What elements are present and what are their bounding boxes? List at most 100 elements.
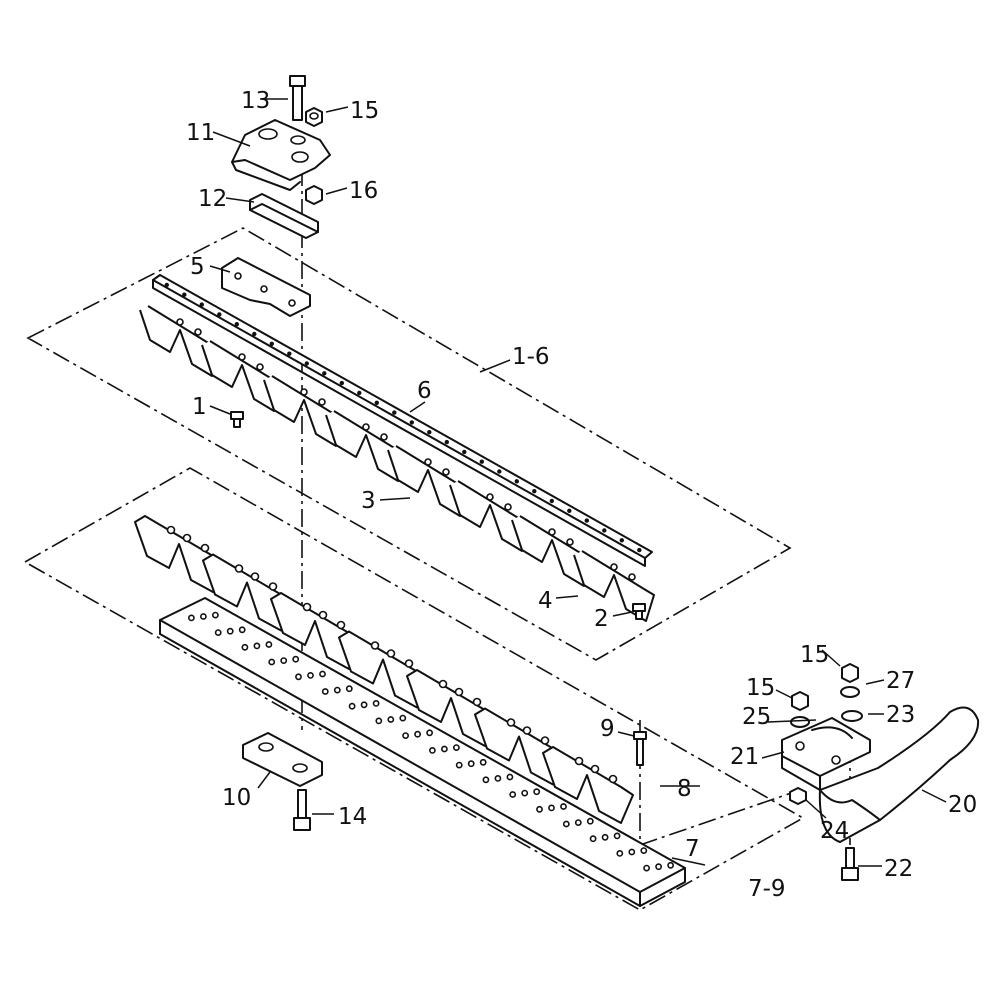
callout-24: 24 xyxy=(820,818,849,844)
knife-section-hole xyxy=(486,493,494,501)
guard-section-hole xyxy=(454,687,464,697)
knife-section-hole xyxy=(238,353,246,361)
cutter-bar-hole xyxy=(494,775,502,782)
cutter-bar-hole xyxy=(292,655,300,663)
knife-back-hole xyxy=(514,479,519,484)
guard-section xyxy=(542,746,634,824)
cutter-bar-hole xyxy=(467,760,475,768)
cutter-bar-hole xyxy=(214,629,222,636)
cutter-bar-hole xyxy=(211,611,219,619)
part-14-bolt xyxy=(293,789,311,831)
knife-back-hole xyxy=(602,528,607,533)
cutter-bar-hole xyxy=(307,672,314,679)
callout-group-7-9: 7-9 xyxy=(748,876,786,902)
part-7-cutter-bar xyxy=(159,597,686,907)
part-22-bolt xyxy=(841,847,859,881)
cutter-bar-hole xyxy=(521,789,529,797)
guard-section xyxy=(474,707,566,786)
cutter-bar-hole xyxy=(506,773,514,781)
knife-back-hole xyxy=(339,380,344,386)
cutter-bar-hole xyxy=(455,761,463,769)
callout-11: 11 xyxy=(186,120,215,146)
knife-section-hole xyxy=(442,468,450,476)
cutter-bar-hole xyxy=(333,686,341,694)
cutter-bar-hole xyxy=(319,670,326,678)
guard-section-hole xyxy=(234,564,244,573)
cutter-bar-hole xyxy=(667,861,674,869)
knife-back-hole xyxy=(199,302,204,307)
knife-section-hole xyxy=(548,528,556,536)
callout-23: 23 xyxy=(886,702,915,728)
part-10-clamp xyxy=(242,732,323,787)
guard-section xyxy=(202,553,294,632)
cutter-bar-hole xyxy=(187,614,195,622)
part-12-guide xyxy=(249,193,319,239)
callout-22: 22 xyxy=(884,856,913,882)
cutter-bar-hole xyxy=(589,835,597,843)
cutter-bar-hole xyxy=(655,863,662,871)
callout-5: 5 xyxy=(190,254,205,280)
part-15-nut-right-top xyxy=(841,663,859,683)
group-box-7-9 xyxy=(23,467,805,911)
cutter-bar-hole xyxy=(452,744,460,751)
guard-section xyxy=(134,515,226,593)
cutter-bar-hole xyxy=(479,758,487,766)
knife-back-hole xyxy=(374,400,379,405)
callout-14: 14 xyxy=(338,804,367,830)
cutter-bar-hole xyxy=(295,673,302,681)
callout-8: 8 xyxy=(677,776,692,802)
cutter-bar-hole xyxy=(241,643,249,651)
knife-section-hole xyxy=(380,433,388,441)
part-20-pitman-arm xyxy=(818,706,980,843)
knife-section-hole xyxy=(424,458,432,466)
part-6-knife-back xyxy=(152,274,653,567)
callout-2: 2 xyxy=(594,606,609,632)
knife-section-hole xyxy=(300,388,308,396)
cutter-bar-hole xyxy=(265,641,273,648)
callout-21: 21 xyxy=(730,744,759,770)
guard-section-hole xyxy=(318,610,328,620)
guard-section-hole xyxy=(336,620,346,630)
part-16-nut xyxy=(305,185,323,205)
assembly-link-line xyxy=(639,789,801,846)
guard-section-hole xyxy=(268,582,278,591)
knife-back-hole xyxy=(619,538,624,543)
callout-group-1-6: 1-6 xyxy=(512,344,550,370)
part-15-nut-right xyxy=(791,691,809,711)
knife-section-hole xyxy=(256,363,264,371)
part-1-rivet xyxy=(230,411,244,428)
guard-section-hole xyxy=(166,525,176,535)
guard-section-hole xyxy=(522,726,532,735)
callout-10: 10 xyxy=(222,785,251,811)
cutter-bar-hole xyxy=(402,732,409,739)
guard-section-hole xyxy=(590,764,600,774)
part-24-bolt xyxy=(789,787,807,805)
cutter-bar-hole xyxy=(199,613,207,620)
cutter-bar-hole xyxy=(399,714,407,722)
leader-lines xyxy=(209,98,947,867)
cutter-bar-hole xyxy=(226,627,234,635)
callout-4: 4 xyxy=(538,588,553,614)
callout-27: 27 xyxy=(886,668,915,694)
callout-1: 1 xyxy=(192,394,207,420)
cutter-bar-hole xyxy=(548,804,555,812)
cutter-bar-hole xyxy=(560,803,567,810)
knife-back-hole xyxy=(584,518,589,523)
guard-section-hole xyxy=(302,602,312,612)
part-11-knife-head xyxy=(231,119,331,191)
cutter-bar-hole xyxy=(643,864,650,872)
knife-back-hole xyxy=(549,498,554,504)
knife-section-hole xyxy=(194,328,202,336)
callout-13: 13 xyxy=(241,88,270,114)
cutter-bar-hole xyxy=(360,701,368,709)
cutter-bar-hole xyxy=(616,850,624,857)
cutter-bar-hole xyxy=(586,817,594,825)
cutter-bar-hole xyxy=(536,805,543,813)
cutter-bar-hole xyxy=(440,745,448,753)
knife-section-hole xyxy=(566,538,574,546)
guard-section xyxy=(338,630,430,709)
callout-15-right-top: 15 xyxy=(800,642,829,668)
guard-section-hole xyxy=(250,572,260,581)
